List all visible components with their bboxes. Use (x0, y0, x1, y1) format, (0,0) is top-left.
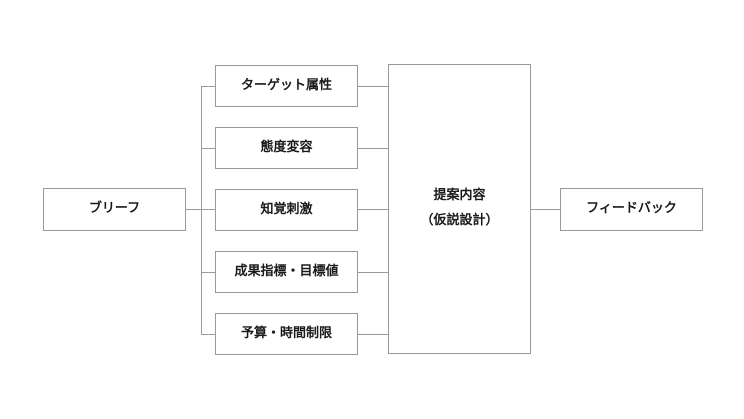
brief-box: ブリーフ (43, 188, 186, 231)
brief-label: ブリーフ (88, 201, 141, 217)
element-label: 成果指標・目標値 (234, 263, 339, 279)
feedback-box: フィードバック (560, 188, 703, 231)
element-label: 知覚刺激 (260, 201, 313, 217)
element-box-budget-time: 予算・時間制限 (215, 313, 358, 355)
element-box-kpi-targets: 成果指標・目標値 (215, 251, 358, 293)
proposal-box: 提案内容 （仮説設計） (388, 64, 531, 354)
proposal-label: 提案内容 （仮説設計） (420, 188, 499, 228)
feedback-label: フィードバック (586, 201, 677, 217)
element-box-target-attributes: ターゲット属性 (215, 65, 358, 107)
element-label: ターゲット属性 (240, 77, 332, 93)
element-label: 予算・時間制限 (240, 325, 332, 341)
element-box-perceptual-stimulus: 知覚刺激 (215, 189, 358, 231)
element-box-attitude-change: 態度変容 (215, 127, 358, 169)
element-label: 態度変容 (260, 139, 313, 155)
